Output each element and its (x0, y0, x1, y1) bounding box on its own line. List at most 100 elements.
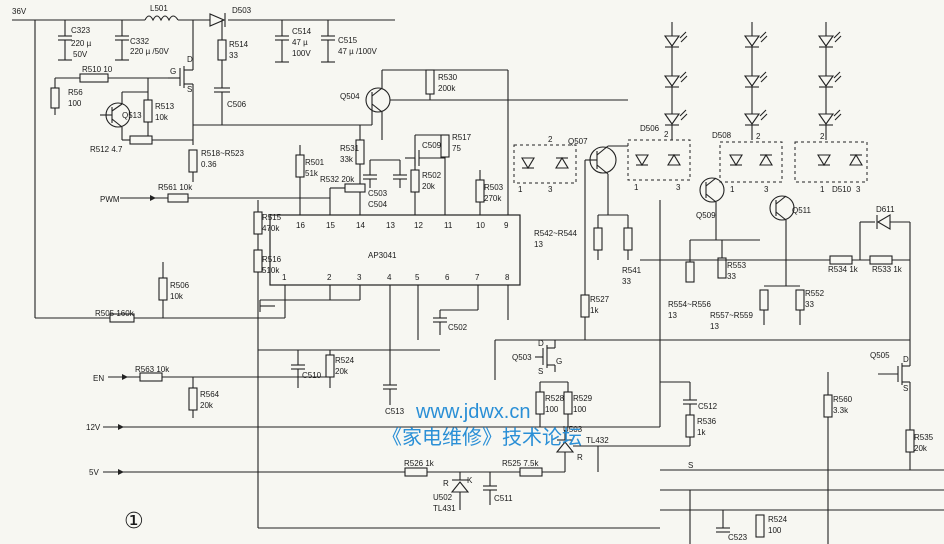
r534-label: R534 1k (828, 265, 859, 274)
r553-label: R553 (727, 261, 747, 270)
ic-pin-4: 4 (387, 273, 392, 282)
r554-label: R554~R556 (668, 300, 711, 309)
r557-label: R557~R559 (710, 311, 753, 320)
ic-pin-14: 14 (356, 221, 365, 230)
r514-resistor (214, 20, 230, 125)
r534-resistor (829, 255, 853, 265)
c511-label: C511 (494, 494, 513, 503)
mosfet-s-label: S (187, 85, 192, 94)
r552-resistor (795, 289, 805, 311)
r528-value: 100 (545, 405, 559, 414)
r514-label: R514 (229, 40, 249, 49)
r516-label: R516 (262, 255, 282, 264)
r542-label: R542~R544 (534, 229, 577, 238)
r515-resistor (253, 211, 263, 235)
r529-label: R529 (573, 394, 593, 403)
svg-text:1: 1 (634, 183, 639, 192)
ic-pin-11: 11 (444, 221, 453, 230)
ic-pin-9: 9 (504, 221, 509, 230)
r536-resistor (685, 414, 695, 438)
ic-pin-2: 2 (327, 273, 332, 282)
ic-pin-15: 15 (326, 221, 335, 230)
ic-pin-6: 6 (445, 273, 450, 282)
r557-value: 13 (710, 322, 719, 331)
r524-resistor (325, 354, 335, 378)
u502-k-pin: K (467, 476, 473, 485)
r517-label: R517 (452, 133, 472, 142)
c515-capacitor (321, 20, 335, 63)
r517-resistor (440, 134, 450, 158)
ic-pin-8: 8 (505, 273, 510, 282)
mosfet-d-label: D (187, 55, 193, 64)
r510-resistor (79, 73, 109, 83)
r554-value: 13 (668, 311, 677, 320)
q503-label: Q503 (512, 353, 532, 362)
led-diode (817, 71, 842, 88)
r517-value: 75 (452, 144, 461, 153)
q507-transistor (585, 145, 617, 175)
r557-resistor (759, 289, 769, 311)
r502-resistor (410, 169, 420, 193)
svg-text:2: 2 (548, 135, 553, 144)
r561-resistor (167, 193, 189, 203)
r533-resistor (869, 255, 893, 265)
led-diode (817, 31, 842, 48)
r503-value: 270k (484, 194, 502, 203)
u502-label: U502 (433, 493, 453, 502)
r535-resistor (905, 429, 915, 453)
r506-value: 10k (170, 292, 184, 301)
svg-text:2: 2 (820, 132, 825, 141)
r535-label: R535 (914, 433, 934, 442)
watermark-url: www.jdwx.cn (415, 401, 530, 423)
d510-diode-pair: 2 1 3 (794, 132, 868, 194)
r502-value: 20k (422, 182, 436, 191)
c323-label: C323 (71, 26, 91, 35)
r536-label: R536 (697, 417, 717, 426)
ic-pin-5: 5 (415, 273, 420, 282)
led-diode (663, 109, 688, 126)
figure-number: ① (124, 509, 144, 534)
q505-d-pin: D (903, 355, 909, 364)
ic-pin-13: 13 (386, 221, 395, 230)
r554-resistor (685, 261, 695, 283)
led-diode (743, 71, 768, 88)
d503-label: D503 (232, 6, 252, 15)
r56-resistor (50, 87, 60, 109)
svg-text:2: 2 (664, 130, 669, 139)
q505-s-pin: S (903, 384, 908, 393)
q507-label: Q507 (568, 137, 588, 146)
r560-resistor (823, 394, 833, 418)
svg-text:1: 1 (518, 185, 523, 194)
diode-box-left: 2 3 1 (513, 135, 577, 194)
r503-label: R503 (484, 183, 504, 192)
r502-label: R502 (422, 171, 442, 180)
r514-value: 33 (229, 51, 238, 60)
c502-label: C502 (448, 323, 468, 332)
r536-value: 1k (697, 428, 706, 437)
ic-pin-12: 12 (414, 221, 423, 230)
r552-label: R552 (805, 289, 825, 298)
c514-value: 47 µ (292, 38, 308, 47)
r518-label: R518~R523 (201, 149, 244, 158)
r530-resistor (425, 69, 435, 95)
led-diode (743, 31, 768, 48)
r503-resistor (475, 179, 485, 203)
r515-label: R515 (262, 213, 282, 222)
ic-pin-1: 1 (282, 273, 287, 282)
r527-label: R527 (590, 295, 610, 304)
svg-text:3: 3 (764, 185, 769, 194)
q511-transistor (769, 195, 795, 221)
led-diode (663, 71, 688, 88)
pwm-label: PWM (100, 195, 120, 204)
watermark-title: 《家电维修》技术论坛 (382, 426, 582, 449)
q503-s-pin: S (538, 367, 543, 376)
r525-label: R525 7.5k (502, 459, 539, 468)
l501-inductor (144, 15, 179, 22)
c512-label: C512 (698, 402, 718, 411)
r515-value: 470k (262, 224, 280, 233)
c504-label: C504 (368, 200, 388, 209)
r512-label: R512 4.7 (90, 145, 123, 154)
led-diode (817, 109, 842, 126)
